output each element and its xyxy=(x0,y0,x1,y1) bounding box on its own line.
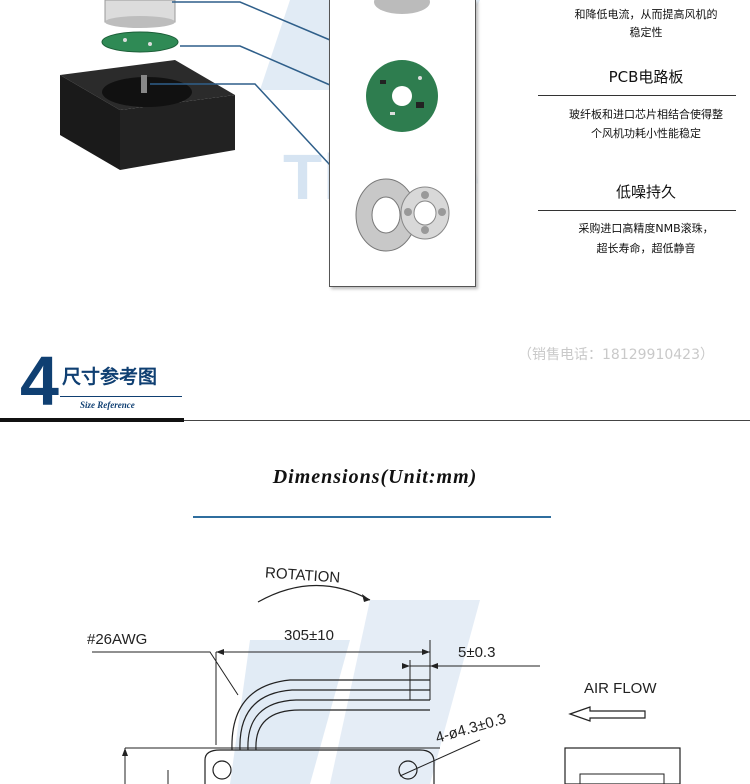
feature-2-divider xyxy=(538,95,736,96)
section-divider-thick xyxy=(0,418,184,422)
sales-phone: （销售电话：18129910423） xyxy=(518,347,714,363)
air-flow-label: AIR FLOW xyxy=(584,680,657,697)
component-photos xyxy=(355,0,450,252)
feature-2-title: PCB电路板 xyxy=(608,68,684,86)
feature-3-desc-line-1: 采购进口高精度NMB滚珠， xyxy=(578,222,714,235)
fan-exploded-illustration xyxy=(60,0,235,170)
wire-gauge-label: #26AWG xyxy=(87,631,148,648)
dimension-drawing xyxy=(92,584,681,784)
section-title: 尺寸参考图 xyxy=(62,366,158,388)
lead-length-label: 305±10 xyxy=(284,627,334,644)
section-subtitle: Size Reference xyxy=(80,400,135,410)
section-title-underline xyxy=(60,396,182,397)
feature-3-divider xyxy=(538,210,736,211)
strip-length-label: 5±0.3 xyxy=(458,644,496,661)
feature-1-desc-line-2: 稳定性 xyxy=(629,26,663,39)
dimensions-title-underline xyxy=(193,516,551,518)
feature-3-title: 低噪持久 xyxy=(615,183,676,201)
leader-lines xyxy=(150,1,331,166)
dimensions-title: Dimensions(Unit:mm) xyxy=(272,466,478,488)
feature-2-desc-line-2: 个风机功耗小性能稳定 xyxy=(591,127,701,140)
feature-1-desc-line-1: 和降低电流，从而提高风机的 xyxy=(574,8,718,21)
section-number: 4 xyxy=(20,342,59,420)
component-detail-box xyxy=(329,0,476,287)
feature-2-desc-line-1: 玻纤板和进口芯片相结合使得整 xyxy=(569,108,723,121)
feature-3-desc-line-2: 超长寿命，超低静音 xyxy=(596,242,696,255)
section-divider-thin xyxy=(184,420,750,421)
